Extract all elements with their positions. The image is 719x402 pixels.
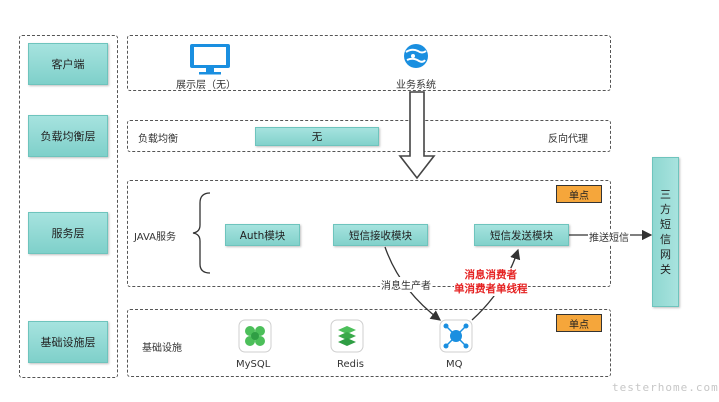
layer-service: 服务层	[28, 212, 108, 254]
infra-panel	[127, 309, 611, 377]
gateway-char: 短	[660, 218, 671, 231]
display-layer-label: 展示层（无）	[176, 80, 236, 91]
sms-receive-module: 短信接收模块	[333, 224, 428, 246]
third-party-sms-gateway: 三 方 短 信 网 关	[652, 157, 679, 307]
reverse-proxy-label: 反向代理	[548, 134, 588, 145]
business-system-label: 业务系统	[396, 80, 436, 91]
gateway-char: 信	[660, 233, 671, 246]
infra-label: 基础设施	[142, 343, 182, 354]
layer-column-frame	[19, 35, 118, 378]
sms-send-module: 短信发送模块	[474, 224, 569, 246]
java-service-label: JAVA服务	[134, 232, 177, 243]
load-balance-panel	[127, 120, 611, 152]
mysql-label: MySQL	[236, 359, 271, 370]
load-balance-label: 负载均衡	[138, 134, 178, 145]
load-balance-none-box: 无	[255, 127, 379, 146]
push-sms-label: 推送短信	[588, 229, 630, 244]
client-panel	[127, 35, 611, 91]
auth-module: Auth模块	[225, 224, 300, 246]
layer-load-balance: 负载均衡层	[28, 115, 108, 157]
consumer-note-line1: 消息消费者	[464, 269, 518, 281]
gateway-char: 网	[660, 248, 671, 261]
producer-label: 消息生产者	[380, 277, 432, 292]
gateway-char: 关	[660, 263, 671, 276]
layer-infra: 基础设施层	[28, 321, 108, 363]
redis-label: Redis	[337, 359, 364, 370]
service-single-point-tag: 单点	[556, 185, 602, 203]
layer-client: 客户端	[28, 43, 108, 85]
gateway-char: 方	[660, 203, 671, 216]
mq-label: MQ	[446, 359, 463, 370]
infra-single-point-tag: 单点	[556, 314, 602, 332]
consumer-note: 消息消费者 单消费者单线程	[454, 268, 528, 296]
watermark: testerhome.com	[612, 381, 719, 394]
gateway-char: 三	[660, 188, 671, 201]
consumer-note-line2: 单消费者单线程	[454, 283, 528, 295]
